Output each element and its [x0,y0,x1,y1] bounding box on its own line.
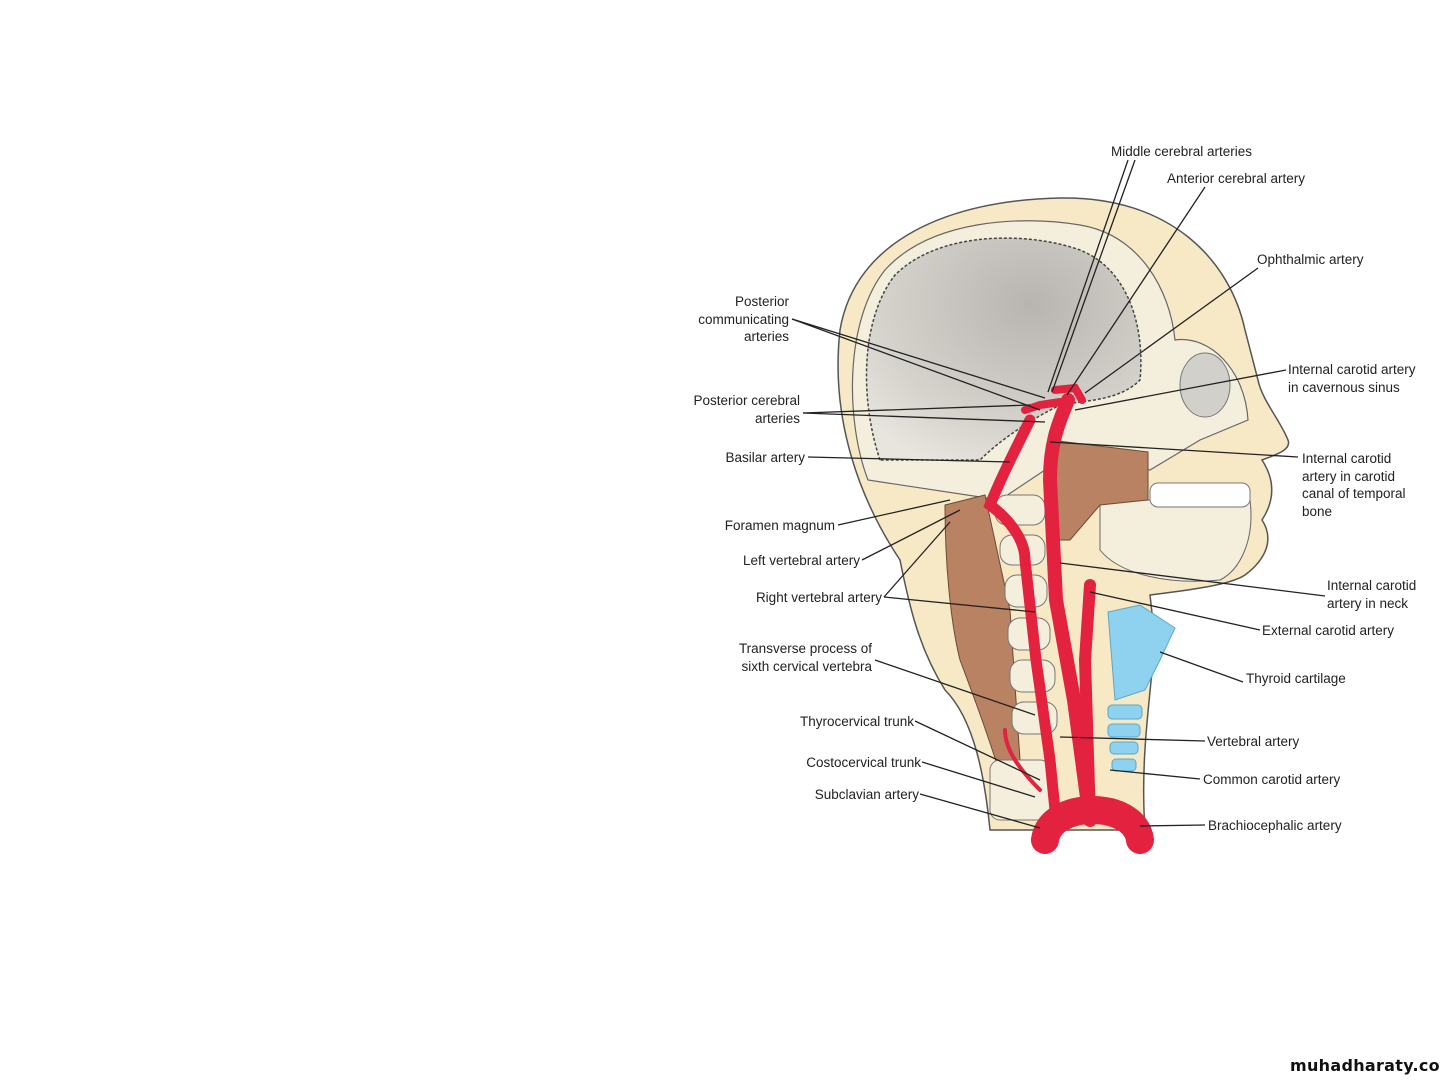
label-line: arteries [754,410,800,426]
label-line: sixth cervical vertebra [741,658,872,674]
label-thyrocervical-trunk: Thyrocervical trunk [799,714,914,729]
external-carotid-artery [1078,579,1096,826]
label-middle-cerebral-arteries: Middle cerebral arteries [1111,144,1253,159]
internal-carotid-artery [1042,393,1097,827]
thyrocervical-trunk-vessel [1003,728,1042,792]
vertebral-artery [983,414,1061,816]
label-line: Posterior [734,294,789,309]
label-subclavian-artery: Subclavian artery [814,787,919,802]
label-line: arteries [743,329,789,344]
label-line: Posterior cerebral [693,393,800,408]
brachiocephalic-arch [1031,796,1154,854]
label-anterior-cerebral-artery: Anterior cerebral artery [1167,171,1306,186]
leader-lines [791,159,1326,829]
teeth [1149,482,1251,508]
arteries [983,383,1154,854]
label-ica-cavernous-sinus: Internal carotid artery in cavernous sin… [1288,361,1416,396]
label-posterior-cerebral-arteries: Posterior cerebral arteries [693,392,800,427]
label-brachiocephalic-artery: Brachiocephalic artery [1208,818,1342,833]
label-ica-neck: Internal carotid artery in neck [1327,577,1416,612]
label-line: Internal carotid artery [1288,362,1416,377]
label-costocervical-trunk: Costocervical trunk [806,755,921,770]
mandible [1099,499,1252,582]
label-vertebral-artery: Vertebral artery [1207,734,1300,749]
label-common-carotid-artery: Common carotid artery [1203,772,1341,787]
label-line: canal of temporal [1302,486,1406,501]
label-ica-carotid-canal: Internal carotid artery in carotid canal… [1302,450,1406,520]
label-posterior-communicating-arteries: Posterior communicating arteries [698,293,789,346]
label-thyroid-cartilage: Thyroid cartilage [1246,671,1346,686]
label-line: Internal carotid [1302,451,1392,466]
label-transverse-process: Transverse process of sixth cervical ver… [739,640,872,675]
label-line: Internal carotid [1327,578,1417,593]
label-external-carotid-artery: External carotid artery [1262,623,1395,638]
label-basilar-artery: Basilar artery [725,450,805,465]
label-line: Transverse process of [738,641,872,656]
label-left-vertebral-artery: Left vertebral artery [742,553,860,568]
label-right-vertebral-artery: Right vertebral artery [755,590,882,605]
label-line: in cavernous sinus [1288,379,1400,395]
circle-of-willis [1021,383,1086,414]
label-line: bone [1302,503,1333,519]
watermark: muhadharaty.com [1290,1056,1440,1075]
label-line: artery in carotid [1302,468,1396,484]
label-ophthalmic-artery: Ophthalmic artery [1257,252,1364,267]
label-line: artery in neck [1327,595,1409,611]
label-foramen-magnum: Foramen magnum [724,518,835,533]
thyroid-cartilage-shape [1107,604,1176,772]
label-line: communicating [698,311,789,327]
